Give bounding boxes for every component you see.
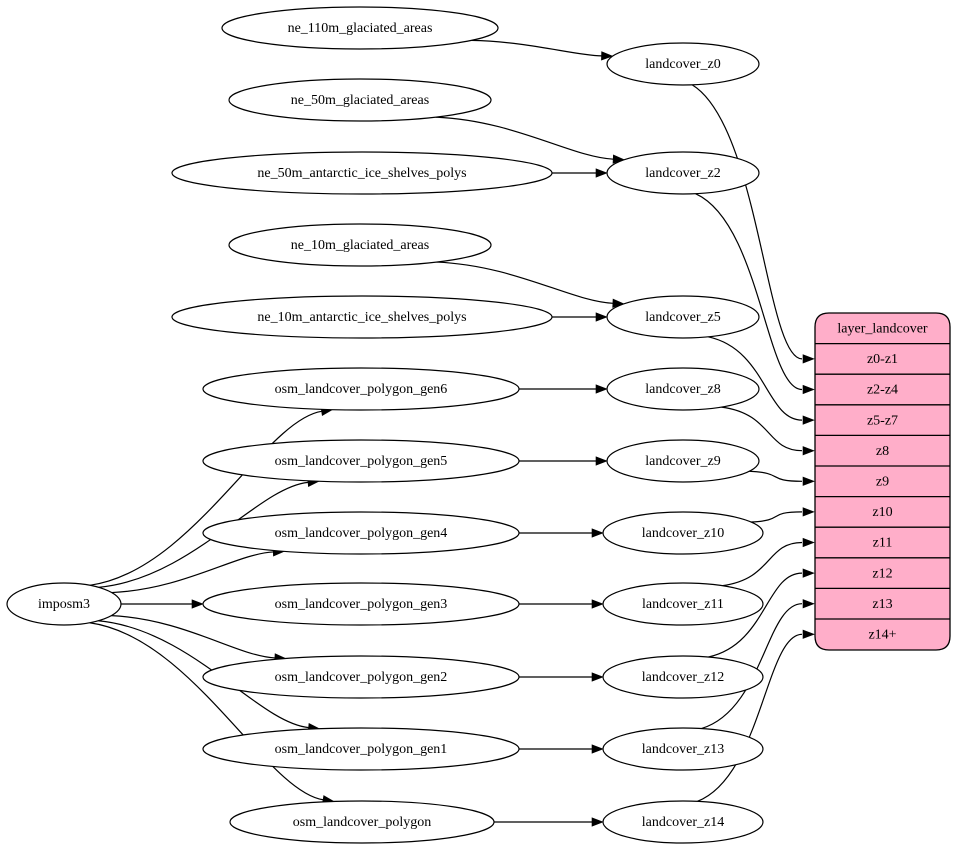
node-landcover_z11[interactable]: landcover_z11 <box>602 582 764 626</box>
node-osm_landcover_polygon_gen6[interactable]: osm_landcover_polygon_gen6 <box>202 367 520 411</box>
edge-arrowhead <box>802 568 815 578</box>
edge-arrowhead <box>802 446 815 456</box>
node-ne_50m_antarctic_ice_shelves_polys[interactable]: ne_50m_antarctic_ice_shelves_polys <box>171 151 553 195</box>
node-shape-landcover_z5 <box>606 295 760 339</box>
node-landcover_z2[interactable]: landcover_z2 <box>606 151 760 195</box>
node-ne_110m_glaciated_areas[interactable]: ne_110m_glaciated_areas <box>221 6 499 50</box>
node-shape-landcover_z12 <box>602 655 764 699</box>
edge-landcover_z13-to-z13 <box>701 603 803 730</box>
node-osm_landcover_polygon_gen2[interactable]: osm_landcover_polygon_gen2 <box>202 655 520 699</box>
node-shape-osm_landcover_polygon_gen4 <box>202 511 520 555</box>
node-shape-ne_10m_glaciated_areas <box>228 223 492 267</box>
node-ne_10m_glaciated_areas[interactable]: ne_10m_glaciated_areas <box>228 223 492 267</box>
edge-landcover_z2-to-z2-z4 <box>695 193 803 391</box>
edge-arrowhead <box>802 476 815 486</box>
edge-arrowhead <box>802 507 815 517</box>
node-shape-osm_landcover_polygon_gen2 <box>202 655 520 699</box>
edge-arrowhead <box>802 629 815 639</box>
node-shape-ne_50m_antarctic_ice_shelves_polys <box>171 151 553 195</box>
edge-imposm3-to-osm_landcover_polygon <box>89 622 324 801</box>
record-row-z8[interactable] <box>815 435 950 466</box>
edge-landcover_z5-to-z5-z7 <box>708 336 803 421</box>
node-landcover_z14[interactable]: landcover_z14 <box>602 800 764 844</box>
edge-landcover_z10-to-z10 <box>751 511 803 523</box>
edge-arrowhead <box>191 599 204 609</box>
edge-landcover_z11-to-z11 <box>721 541 803 587</box>
edge-landcover_z12-to-z12 <box>708 572 803 658</box>
edge-imposm3-to-osm_landcover_polygon_gen2 <box>111 615 275 659</box>
edge-imposm3-to-osm_landcover_polygon_gen4 <box>111 551 274 594</box>
edge-ne_50m_glaciated_areas-to-landcover_z2 <box>435 116 614 160</box>
node-landcover_z9[interactable]: landcover_z9 <box>606 439 760 483</box>
node-landcover_z13[interactable]: landcover_z13 <box>602 727 764 771</box>
node-shape-landcover_z8 <box>606 367 760 411</box>
edge-arrowhead <box>595 168 608 178</box>
edge-arrowhead <box>802 415 815 425</box>
edge-arrowhead <box>595 312 608 322</box>
node-ne_50m_glaciated_areas[interactable]: ne_50m_glaciated_areas <box>228 78 492 122</box>
node-shape-imposm3 <box>6 582 122 626</box>
node-shape-landcover_z10 <box>602 511 764 555</box>
edge-arrowhead <box>591 672 604 682</box>
node-landcover_z5[interactable]: landcover_z5 <box>606 295 760 339</box>
record-row-z14+[interactable] <box>815 619 950 650</box>
edge-landcover_z14-to-z14+ <box>697 633 803 802</box>
edge-arrowhead <box>591 528 604 538</box>
node-shape-ne_110m_glaciated_areas <box>221 6 499 50</box>
node-shape-osm_landcover_polygon_gen5 <box>202 439 520 483</box>
record-node-layer: layer_landcoverz0-z1z2-z4z5-z7z8z9z10z11… <box>814 312 951 651</box>
edge-landcover_z0-to-z0-z1 <box>691 84 803 360</box>
edge-ne_10m_glaciated_areas-to-landcover_z5 <box>436 261 613 304</box>
record-row-z12[interactable] <box>815 558 950 589</box>
node-shape-ne_50m_glaciated_areas <box>228 78 492 122</box>
edge-arrowhead <box>591 817 604 827</box>
record-row-z2-z4[interactable] <box>815 374 950 405</box>
nodes-layer: imposm3 ne_110m_glaciated_areas ne_50m_gla… <box>6 6 764 844</box>
record-row-z11[interactable] <box>815 527 950 558</box>
node-imposm3[interactable]: imposm3 <box>6 582 122 626</box>
node-shape-ne_10m_antarctic_ice_shelves_polys <box>171 295 553 339</box>
node-shape-landcover_z9 <box>606 439 760 483</box>
node-shape-landcover_z13 <box>602 727 764 771</box>
node-osm_landcover_polygon_gen5[interactable]: osm_landcover_polygon_gen5 <box>202 439 520 483</box>
record-node-layer-landcover <box>814 312 951 651</box>
node-osm_landcover_polygon[interactable]: osm_landcover_polygon <box>229 800 495 844</box>
node-osm_landcover_polygon_gen4[interactable]: osm_landcover_polygon_gen4 <box>202 511 520 555</box>
node-osm_landcover_polygon_gen3[interactable]: osm_landcover_polygon_gen3 <box>202 582 520 626</box>
node-landcover_z8[interactable]: landcover_z8 <box>606 367 760 411</box>
edge-arrowhead <box>601 51 614 61</box>
node-landcover_z0[interactable]: landcover_z0 <box>606 42 760 86</box>
node-shape-osm_landcover_polygon_gen6 <box>202 367 520 411</box>
edge-arrowhead <box>802 384 815 395</box>
node-shape-osm_landcover_polygon <box>229 800 495 844</box>
edge-arrowhead <box>591 744 604 754</box>
edge-landcover_z9-to-z9 <box>749 470 803 482</box>
node-shape-osm_landcover_polygon_gen1 <box>202 727 520 771</box>
record-row-z10[interactable] <box>815 497 950 528</box>
node-landcover_z12[interactable]: landcover_z12 <box>602 655 764 699</box>
record-row-z5-z7[interactable] <box>815 405 950 436</box>
edge-ne_110m_glaciated_areas-to-landcover_z0 <box>471 39 602 57</box>
record-row-z13[interactable] <box>815 588 950 619</box>
node-shape-landcover_z2 <box>606 151 760 195</box>
edge-arrowhead <box>595 456 608 466</box>
node-osm_landcover_polygon_gen1[interactable]: osm_landcover_polygon_gen1 <box>202 727 520 771</box>
edge-arrowhead <box>802 599 815 609</box>
node-shape-landcover_z0 <box>606 42 760 86</box>
node-shape-osm_landcover_polygon_gen3 <box>202 582 520 626</box>
edge-imposm3-to-osm_landcover_polygon_gen6 <box>89 410 322 586</box>
edge-arrowhead <box>802 354 815 364</box>
edge-arrowhead <box>595 384 608 394</box>
node-ne_10m_antarctic_ice_shelves_polys[interactable]: ne_10m_antarctic_ice_shelves_polys <box>171 295 553 339</box>
record-row-z0-z1[interactable] <box>815 344 950 375</box>
record-row-z9[interactable] <box>815 466 950 497</box>
edge-landcover_z8-to-z8 <box>721 406 803 452</box>
node-shape-landcover_z14 <box>602 800 764 844</box>
edge-arrowhead <box>802 537 815 548</box>
node-shape-landcover_z11 <box>602 582 764 626</box>
edge-arrowhead <box>591 599 604 609</box>
node-landcover_z10[interactable]: landcover_z10 <box>602 511 764 555</box>
